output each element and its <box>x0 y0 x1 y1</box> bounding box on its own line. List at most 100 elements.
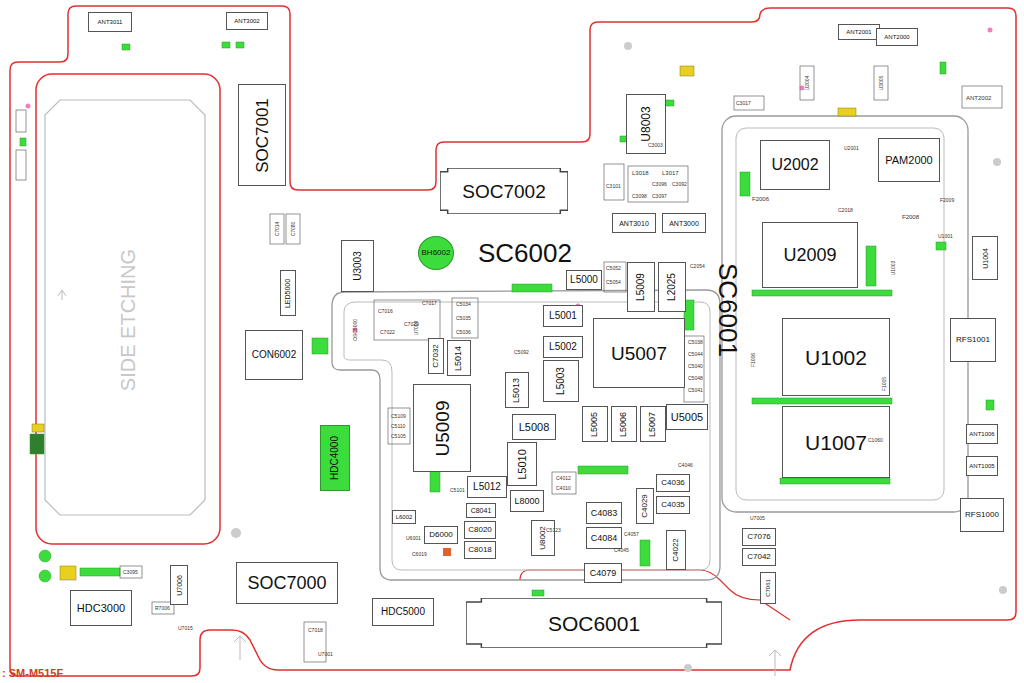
part-label: C5044 <box>688 352 703 357</box>
part-label: CON6002 <box>252 350 296 360</box>
yellow-pad <box>838 108 856 116</box>
part-label: L5007 <box>649 411 658 436</box>
part-label: ANT2001 <box>846 29 871 35</box>
part-label: C5034 <box>456 302 471 307</box>
shield-frame-inner <box>736 128 944 500</box>
part-label: ANT3002 <box>234 18 259 24</box>
part-label: C4022 <box>672 538 680 562</box>
part-label: C4035 <box>661 501 685 509</box>
small-part-group <box>16 66 1002 662</box>
shield-label: SC6002 <box>478 240 572 266</box>
part-label: U1004 <box>981 248 988 269</box>
part-label: U3005 <box>879 76 884 91</box>
part-label: C7042 <box>747 553 771 561</box>
pad <box>39 550 51 562</box>
part-label: RFS1001 <box>956 336 990 344</box>
pad <box>312 338 328 354</box>
small-part <box>604 164 624 200</box>
part-label: C2018 <box>838 208 853 213</box>
pad <box>752 290 892 296</box>
component-box: HDC3000 <box>70 590 132 626</box>
component-box: L5006 <box>611 406 637 442</box>
component-box: HDC4000 <box>320 425 350 491</box>
part-label: L5009 <box>636 273 646 301</box>
part-label: F2008 <box>902 214 919 220</box>
mounting-hole <box>993 158 1001 166</box>
yellow-pad <box>680 66 694 76</box>
part-label: C7017 <box>422 301 437 306</box>
component-box: HDC5000 <box>372 598 434 626</box>
component-box: L5014 <box>447 340 471 376</box>
shield-label: SC6001 <box>715 263 741 357</box>
pad-group <box>20 30 994 596</box>
pad <box>780 478 890 484</box>
component-box: ANT3002 <box>226 12 268 30</box>
component-box: U1002 <box>782 318 890 396</box>
part-label: L5013 <box>513 377 522 402</box>
component-box: C8018 <box>464 541 496 559</box>
part-label: L5006 <box>620 411 629 436</box>
part-label: U1002 <box>805 347 867 368</box>
part-label: C3098 <box>632 194 647 199</box>
pad <box>740 172 750 196</box>
part-label: ANT3010 <box>619 220 649 227</box>
part-label: C5105 <box>391 434 406 439</box>
pad <box>20 138 26 146</box>
part-label: C4010 <box>556 486 571 491</box>
component-box: C4036 <box>656 474 690 492</box>
component-box: C7061 <box>760 572 776 604</box>
pad <box>866 246 876 286</box>
part-label: F1005 <box>882 377 887 391</box>
etching-arrow <box>58 290 66 300</box>
shield-frame <box>332 290 720 580</box>
part-label: C4012 <box>556 476 571 481</box>
component-box: C4084 <box>586 527 622 549</box>
pad <box>39 570 51 582</box>
part-label: C5054 <box>606 280 621 285</box>
part-label: F1006 <box>751 353 756 367</box>
part-label: U5005 <box>671 412 703 423</box>
component-box: L8000 <box>510 490 544 512</box>
component-box: U1004 <box>972 236 998 280</box>
part-label: ANT2002 <box>966 95 991 101</box>
pad <box>236 42 244 48</box>
component-box: U3003 <box>341 240 374 292</box>
mounting-hole <box>999 586 1007 594</box>
component-box: L2025 <box>658 262 686 312</box>
pad <box>578 466 628 474</box>
board-outline <box>10 6 1016 676</box>
component-box: L5009 <box>627 262 655 312</box>
part-label: C5101 <box>450 488 465 493</box>
part-label: L8000 <box>514 497 539 506</box>
part-label: F2006 <box>752 196 769 202</box>
part-label: U1007 <box>805 432 867 453</box>
pad <box>532 590 544 596</box>
component-box: C7032 <box>428 338 444 374</box>
part-label: U6001 <box>406 536 421 541</box>
part-label: L5000 <box>570 275 598 285</box>
small-part <box>16 150 26 180</box>
component-box: SOC7001 <box>238 84 286 186</box>
part-label: L3018 <box>632 170 649 176</box>
component-box: C4022 <box>666 530 686 570</box>
part-label: C3003 <box>648 143 663 148</box>
component-box: PAM2000 <box>878 138 940 182</box>
part-label: C4036 <box>661 479 685 487</box>
part-label: HDC3000 <box>77 603 125 614</box>
marker-square <box>443 548 451 556</box>
component-box: U2002 <box>760 140 830 190</box>
small-part <box>874 66 888 100</box>
part-label: C4057 <box>624 532 639 537</box>
part-label: ANT1006 <box>969 431 994 437</box>
component-box: ANT1006 <box>966 424 998 444</box>
component-box: ANT3011 <box>88 12 132 32</box>
direction-arrow <box>234 636 246 660</box>
component-box: L5012 <box>467 476 507 498</box>
small-part <box>120 566 142 578</box>
part-label: C3097 <box>652 194 667 199</box>
component-box: U2009 <box>762 222 858 288</box>
part-label: OSC5000 <box>353 319 358 341</box>
part-label: C2054 <box>690 264 705 269</box>
part-label: C5110 <box>391 424 405 429</box>
